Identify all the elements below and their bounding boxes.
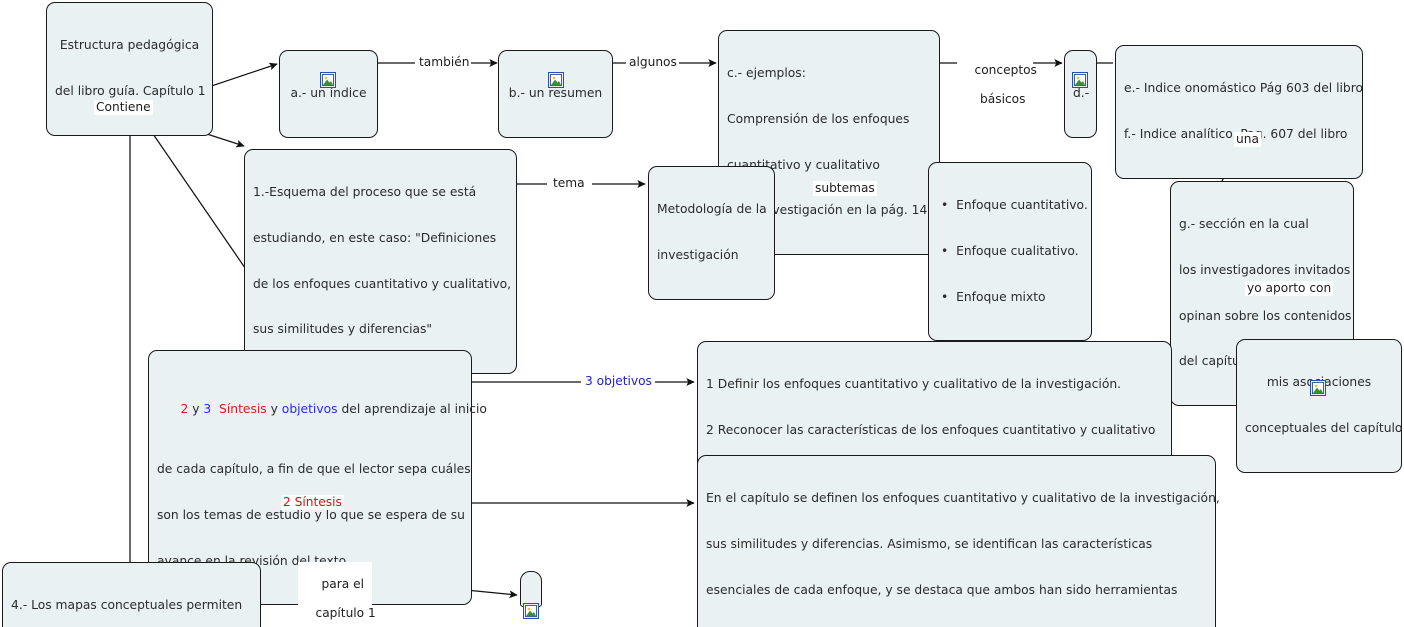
node-sintesis-texto[interactable]: En el capítulo se definen los enfoques c… (697, 455, 1220, 627)
edge-label-yo-aporto-con: yo aporto con (1245, 281, 1334, 296)
edge-label-tema: tema (551, 176, 587, 191)
node-g-line-3: opinan sobre los contenidos (1179, 308, 1352, 323)
node-mapas[interactable]: 4.- Los mapas conceptuales permiten rela… (2, 562, 261, 627)
node-ejemplos[interactable]: c.- ejemplos: Comprensión de los enfoque… (718, 30, 940, 255)
node-asociaciones[interactable]: mis asociaciones conceptuales del capítu… (1236, 339, 1402, 473)
edge-label-2-sintesis: 2 Síntesis (281, 495, 344, 510)
token-objetivos: objetivos (281, 401, 338, 416)
token-gap (211, 402, 219, 416)
edge-label-algunos: algunos (627, 55, 679, 70)
token-y-2: y (266, 401, 282, 416)
token-2: 2 (180, 401, 189, 416)
node-sintesis-texto-line-1: En el capítulo se definen los enfoques c… (706, 491, 1220, 506)
edge-label-parael-line-2: capítulo 1 (315, 605, 376, 620)
node-enfoques-item-1: Enfoque cuantitativo. (941, 198, 1088, 213)
edge-label-tambien: también (417, 55, 472, 70)
node-sintesis-texto-line-2: sus similitudes y diferencias. Asimismo,… (706, 537, 1153, 552)
node-enfoques-item-2: Enfoque cualitativo. (941, 244, 1083, 259)
node-resumen-label: b.- un resumen (508, 86, 603, 101)
node-esquema-line-2: estudiando, en este caso: "Definiciones (253, 231, 497, 246)
node-d[interactable]: d.- (1064, 50, 1097, 139)
edge-label-conceptos-line-1: conceptos (974, 62, 1037, 77)
edge-label-parael-line-1: para el (321, 576, 364, 591)
edge-label-conceptos-basicos: conceptos básicos (957, 48, 1037, 121)
node-ejemplos-line-1: c.- ejemplos: (727, 66, 806, 81)
node-sintesis-objetivos-line-3: son los temas de estudio y lo que se esp… (157, 508, 465, 523)
node-indices-ef[interactable]: e.- Indice onomástico Pág 603 del libro … (1115, 45, 1363, 179)
node-objetivos-line-1: 1 Definir los enfoques cuantitativo y cu… (706, 377, 1122, 392)
token-rest: del aprendizaje al inicio (337, 401, 487, 416)
token-sintesis: Síntesis (219, 401, 267, 416)
node-esquema-line-3: de los enfoques cuantitativo y cualitati… (253, 276, 512, 291)
node-metodologia[interactable]: Metodología de la investigación (648, 166, 775, 300)
node-ejemplos-line-4: de la investigación en la pág. 14; (727, 203, 932, 218)
node-sintesis-objetivos-line-4: avance en la revisión del texto. (157, 553, 350, 568)
node-esquema-line-1: 1.-Esquema del proceso que se está (253, 185, 477, 200)
edge-label-para-el-capitulo: para el capítulo 1 (298, 562, 376, 627)
node-metodologia-line-1: Metodología de la (657, 202, 767, 217)
edge-label-conceptos-line-2: básicos (980, 91, 1026, 106)
node-indice-label: a.- un índice (290, 86, 367, 101)
node-mapas-line-1: 4.- Los mapas conceptuales permiten (11, 598, 243, 613)
node-objetivos-line-2: 2 Reconocer las características de los e… (706, 423, 1156, 438)
node-g-line-2: los investigadores invitados (1179, 263, 1351, 278)
node-sintesis-objetivos-line-2: de cada capítulo, a fin de que el lector… (157, 462, 471, 477)
token-y-1: y (188, 401, 204, 416)
node-ejemplos-line-2: Comprensión de los enfoques (727, 112, 910, 127)
node-root-line-1: Estructura pedagógica (59, 38, 200, 53)
node-esquema-line-4: sus similitudes y diferencias" (253, 322, 433, 337)
edge-label-subtemas: subtemas (813, 181, 877, 196)
image-icon[interactable] (1072, 72, 1088, 88)
node-resumen[interactable]: b.- un resumen (498, 50, 613, 139)
node-ef-line-1: e.- Indice onomástico Pág 603 del libro (1124, 81, 1364, 96)
node-esquema[interactable]: 1.-Esquema del proceso que se está estud… (244, 149, 517, 374)
image-icon[interactable] (523, 603, 539, 619)
node-root[interactable]: Estructura pedagógica del libro guía. Ca… (46, 2, 213, 136)
edge-label-una: una (1234, 132, 1261, 147)
node-d-label: d.- (1073, 86, 1090, 101)
node-sintesis-objetivos-rich-line: 2 y 3 Síntesis y objetivos del aprendiza… (157, 386, 487, 432)
image-icon[interactable] (320, 72, 336, 88)
image-icon[interactable] (1310, 380, 1326, 396)
node-sintesis-texto-line-3: esenciales de cada enfoque, y se destaca… (706, 582, 1178, 597)
node-g-line-1: g.- sección en la cual (1179, 217, 1309, 232)
image-icon[interactable] (548, 72, 564, 88)
edge-label-contiene: Contiene (94, 100, 153, 115)
edge-label-3-objetivos: 3 objetivos (583, 374, 654, 389)
node-root-line-2: del libro guía. Capítulo 1 (55, 84, 206, 99)
node-enfoques[interactable]: Enfoque cuantitativo. Enfoque cualitativ… (928, 162, 1092, 342)
node-metodologia-line-2: investigación (657, 248, 739, 263)
node-asociaciones-line-2: conceptuales del capítulo (1245, 421, 1403, 436)
node-enfoques-item-3: Enfoque mixto (941, 290, 1083, 305)
node-indice[interactable]: a.- un índice (279, 50, 378, 139)
node-empty-pill[interactable] (520, 571, 542, 607)
token-3: 3 (203, 401, 212, 416)
